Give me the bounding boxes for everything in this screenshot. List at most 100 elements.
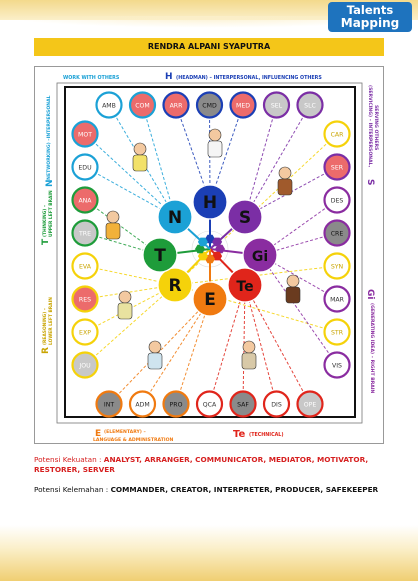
center-circle-gi <box>242 237 278 273</box>
illustrations <box>105 128 301 370</box>
top-decor-band <box>0 0 418 28</box>
connector-line <box>142 104 176 218</box>
figure-writer-body <box>105 222 121 240</box>
talent-code: OPE <box>304 401 317 408</box>
figure-speaker-body <box>207 140 223 158</box>
talent-code: JOU <box>78 362 90 369</box>
talent-code: AMB <box>102 102 116 109</box>
person-name-bar: RENDRA ALPANI SYAPUTRA <box>34 38 384 56</box>
talent-circle <box>195 91 224 119</box>
talent-ope: OPE <box>296 390 324 418</box>
talent-circle <box>229 91 257 119</box>
label-n-text: (NETWORKING) –INTERPERSONAL <box>46 95 52 182</box>
talent-sel: SEL <box>262 91 291 119</box>
figure-speaker <box>207 128 223 158</box>
talent-code: TRE <box>78 230 91 237</box>
talent-code: EVA <box>79 263 92 270</box>
talent-adm: ADM <box>128 390 157 418</box>
label-e-text2: LANGUAGE & ADMINISTRATION <box>93 437 173 443</box>
weakness-label: Potensi Kelemahan : <box>34 485 111 494</box>
connector-line <box>84 284 176 366</box>
talent-ana: ANA <box>71 186 99 214</box>
talent-syn: SYN <box>323 252 351 280</box>
center-label-h: H <box>203 193 217 213</box>
figure-worker <box>241 340 257 370</box>
label-te-letter: Te <box>233 429 245 440</box>
talent-code: DIS <box>271 401 282 408</box>
center-circle-e <box>192 281 228 317</box>
label-t-text2: UPPER LEFT BRAIN <box>48 190 54 237</box>
label-te-text: (TECHNICAL) <box>249 432 284 438</box>
talent-circle <box>323 318 351 346</box>
weakness-value: COMMANDER, CREATOR, INTERPRETER, PRODUCE… <box>110 485 379 494</box>
talent-circle <box>162 91 190 119</box>
talent-code: VIS <box>332 362 342 369</box>
talent-dis: DIS <box>262 390 291 418</box>
label-work-with-others: WORK WITH OTHERS <box>63 75 120 81</box>
talent-pro: PRO <box>162 390 190 418</box>
figure-computer-body <box>147 352 163 370</box>
talent-tre: TRE <box>71 219 99 247</box>
connector-line <box>244 104 311 218</box>
center-label-t: T <box>154 246 166 266</box>
connector-line <box>142 298 211 405</box>
strength-value: ANALYST, ARRANGER, COMMUNICATOR, MEDIATO… <box>34 455 369 474</box>
talent-edu: EDU <box>71 153 99 181</box>
strength-label: Potensi Kekuatan : <box>34 455 104 464</box>
talent-code: SYN <box>331 263 344 270</box>
label-t-text1: (THINKING) – <box>42 205 48 237</box>
talent-circle <box>71 120 99 148</box>
label-r-letter: R <box>41 347 51 354</box>
talent-code: MAR <box>330 296 345 303</box>
talent-circle <box>71 153 99 181</box>
talent-circle <box>296 91 324 119</box>
talent-code: SLC <box>304 102 316 109</box>
talent-circle <box>323 120 351 148</box>
talent-circle <box>95 91 123 119</box>
talent-code: SEL <box>271 102 283 109</box>
talent-circle <box>128 390 157 418</box>
talent-code: COM <box>135 102 150 109</box>
bottom-decor-band <box>0 525 418 581</box>
connector-line <box>244 284 311 405</box>
connector-line <box>259 254 338 366</box>
talent-qca: QCA <box>195 390 224 418</box>
connector-line <box>84 133 176 218</box>
talent-circle <box>162 390 190 418</box>
talent-med: MED <box>229 91 257 119</box>
figure-traveler-body <box>277 178 293 196</box>
label-t-letter: T <box>41 238 51 245</box>
center-label-s: S <box>239 208 251 228</box>
talent-circle <box>296 390 324 418</box>
talent-mot: MOT <box>71 120 99 148</box>
talent-code: DES <box>331 197 344 204</box>
figure-thinker-head <box>286 274 300 288</box>
figure-reader-head <box>133 142 147 156</box>
figure-thinker-body <box>285 286 301 304</box>
talent-mar: MAR <box>323 285 351 313</box>
label-s-text2: SERVING OTHERS <box>373 105 379 150</box>
talent-ser: SER <box>323 153 351 181</box>
logo-line-1: Talents <box>346 3 394 17</box>
label-gi-letter: Gi <box>365 289 375 299</box>
talent-int: INT <box>95 390 123 418</box>
talent-code: PRO <box>170 401 183 408</box>
label-gi-text: (GENERATING IDEA) – RIGHT BRAIN <box>369 303 375 393</box>
talent-circle <box>323 219 351 247</box>
talent-code: CRE <box>331 230 344 237</box>
talent-code: STR <box>331 329 344 336</box>
strength-paragraph: Potensi Kekuatan : ANALYST, ARRANGER, CO… <box>34 455 384 475</box>
talent-circle <box>71 252 99 280</box>
figure-worker-head <box>242 340 256 354</box>
talents-mapping-logo: Talents Mapping <box>328 2 412 32</box>
talent-cmd: CMD <box>195 91 224 119</box>
figure-puzzled-body <box>117 302 133 320</box>
talent-circle <box>323 285 351 313</box>
center-label-r: R <box>168 276 181 296</box>
figure-traveler-head <box>278 166 292 180</box>
talent-des: DES <box>323 186 351 214</box>
